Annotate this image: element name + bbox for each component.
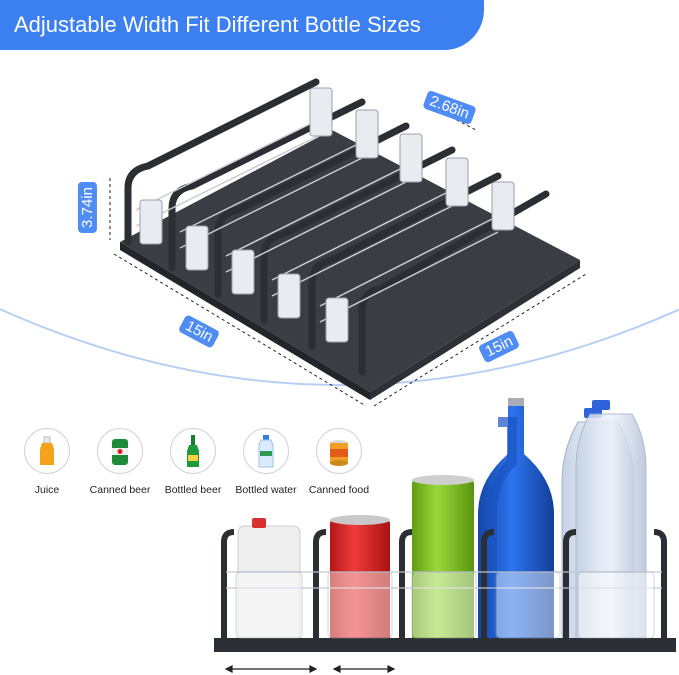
organizer-illustration [109,78,587,407]
red-can [330,515,390,644]
bottled-beer-icon [187,435,199,467]
blue-bottle [478,398,554,644]
category-bottled-water: Bottled water [231,428,301,496]
banner-title: Adjustable Width Fit Different Bottle Si… [0,0,484,50]
width-arrows [224,665,396,673]
category-label: Canned food [308,484,370,496]
juice-bottle-icon [40,436,54,465]
height-dimension-label: 3.74in [77,182,97,233]
category-label: Juice [34,484,60,496]
category-label: Bottled water [235,484,297,496]
tray-frame [214,529,676,652]
category-label: Bottled beer [164,484,222,496]
category-canned-beer: Canned beer [85,428,155,496]
category-label: Canned beer [89,484,151,496]
green-can [412,475,474,644]
category-icon-row: Juice Canned beer Bottled beer [12,428,382,498]
canned-beer-icon [112,439,128,465]
category-bottled-beer: Bottled beer [158,428,228,496]
loaded-tray-illustration [214,398,676,673]
category-canned-food: Canned food [304,428,374,496]
canned-food-icon [330,440,348,466]
category-juice: Juice [12,428,82,496]
bottled-water-icon [258,435,274,468]
